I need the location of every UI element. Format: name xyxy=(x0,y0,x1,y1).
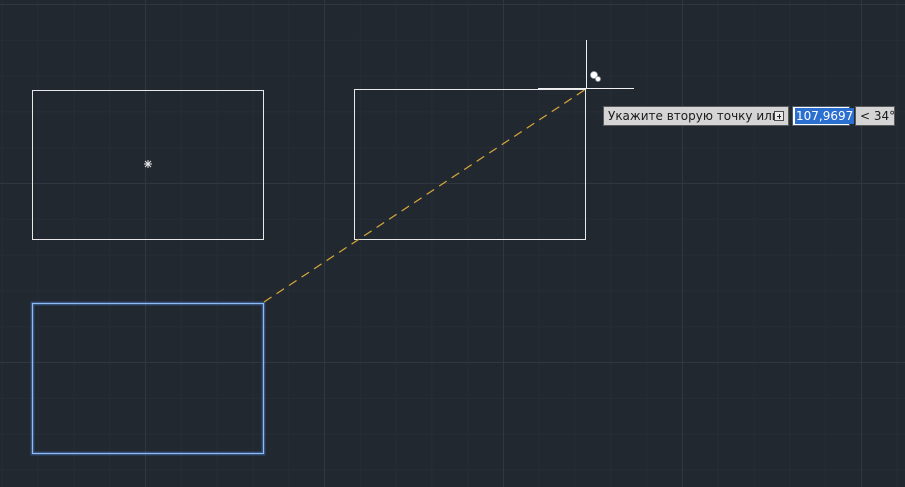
prompt-text: Укажите вторую точку или xyxy=(608,109,780,123)
crosshair-cursor-icon xyxy=(538,40,634,89)
move-badge-icon xyxy=(590,71,601,82)
expand-options-icon[interactable] xyxy=(774,111,784,121)
asterisk-icon xyxy=(144,160,152,168)
angle-value: < 34° xyxy=(860,109,896,123)
angle-readout[interactable]: < 34° xyxy=(855,106,895,126)
dynamic-input-prompt[interactable]: Укажите вторую точку или xyxy=(603,106,789,126)
rectangle-original[interactable] xyxy=(32,90,264,240)
rectangle-selected[interactable] xyxy=(30,301,266,456)
length-input-field[interactable]: 107,9697 xyxy=(792,106,855,126)
rubber-band-line xyxy=(263,88,587,303)
rectangle-move-preview xyxy=(354,89,586,240)
length-value[interactable]: 107,9697 xyxy=(795,108,855,124)
